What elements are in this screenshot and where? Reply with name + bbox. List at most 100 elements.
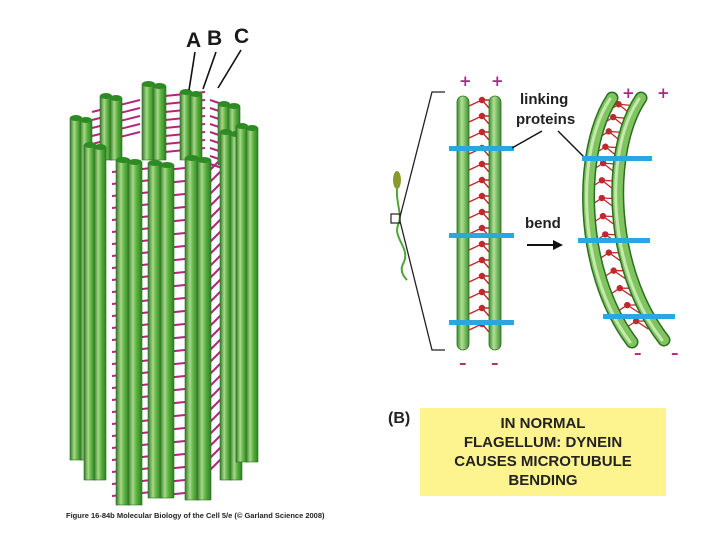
dynein-head	[632, 317, 640, 325]
pointer-a	[188, 51, 196, 91]
minus-sign-2: –	[491, 354, 499, 372]
dynein-head	[599, 159, 607, 167]
tubule-cap	[180, 89, 192, 95]
tubule-b	[93, 146, 107, 481]
dynein-head	[478, 304, 486, 312]
pointer-c	[217, 49, 242, 89]
blue-band-1	[449, 146, 514, 151]
bent-tubule-left	[583, 93, 637, 347]
flagellum-tail	[395, 188, 408, 281]
label-a: A	[186, 29, 201, 52]
bend-label: bend	[525, 215, 563, 250]
bent-plus-sign-1: +	[622, 84, 635, 102]
linking-proteins-label: linking proteins	[511, 91, 586, 159]
minus-sign-1: –	[459, 354, 467, 372]
straight-dynein-arms	[468, 96, 490, 333]
tubule-cap	[116, 157, 130, 163]
dynein-head	[615, 101, 622, 108]
tubule-cap	[148, 160, 162, 166]
dynein-arm	[468, 259, 490, 269]
tubule-cap	[220, 129, 232, 135]
dynein-arm	[468, 99, 490, 109]
tubule-cap	[236, 123, 248, 129]
dynein-arm	[468, 179, 490, 189]
cell-body	[393, 171, 401, 189]
bent-blue-band-3	[603, 314, 675, 319]
tubule-cap	[100, 93, 112, 99]
dynein-head	[478, 112, 486, 120]
caption-text: IN NORMAL FLAGELLUM: DYNEIN CAUSES MICRO…	[454, 415, 632, 489]
tubule-cap	[80, 117, 92, 123]
bent-blue-band-2	[578, 238, 650, 243]
dynein-arm	[468, 275, 490, 285]
label-b: B	[207, 27, 222, 50]
microtubule-doublets	[69, 81, 259, 506]
tubule-cap	[197, 157, 211, 163]
blue-band-3	[449, 320, 514, 325]
bent-blue-band-1	[582, 156, 652, 161]
dynein-arm	[468, 163, 490, 173]
dynein-arm	[468, 243, 490, 253]
axoneme-3d	[69, 81, 259, 506]
dynein-arm	[468, 307, 490, 317]
figure-caption: Figure 16-84b Molecular Biology of the C…	[66, 511, 325, 520]
tubule-b	[152, 85, 167, 161]
tubule-cap	[94, 144, 106, 150]
tubule-cap	[185, 155, 199, 161]
tubule-cap	[153, 83, 166, 89]
tubule-b	[189, 93, 203, 161]
panel-label-b: (B)	[388, 410, 411, 427]
tubule-b	[109, 97, 123, 161]
dynein-head	[478, 176, 486, 184]
plus-sign-2: +	[491, 72, 504, 90]
dynein-head	[478, 208, 486, 216]
tubule-cap	[128, 159, 142, 165]
dynein-head	[624, 301, 631, 309]
dynein-head	[478, 192, 486, 200]
dynein-arm	[468, 323, 490, 333]
dynein-head	[609, 113, 617, 121]
pointer-right	[557, 130, 586, 159]
dynein-head	[478, 256, 486, 264]
proteins-word: proteins	[516, 111, 575, 128]
bent-tubule-right-highlight	[614, 97, 664, 342]
tubule-cap	[142, 81, 155, 87]
pointer-left	[511, 130, 543, 149]
dynein-head	[598, 177, 606, 184]
tubule-cap	[110, 95, 122, 101]
dynein-head	[478, 224, 486, 232]
dynein-head	[602, 143, 609, 150]
bent-tubule-right	[612, 93, 669, 345]
bent-minus-sign-1: –	[634, 344, 642, 362]
tubule-cap	[84, 142, 96, 148]
dynein-head	[602, 231, 609, 238]
tubule-b	[159, 164, 175, 499]
tubule-b	[127, 161, 143, 506]
straight-doublet: + + – –	[449, 72, 514, 372]
plus-sign-1: +	[459, 72, 472, 90]
flagellum-icon	[390, 91, 445, 351]
zoom-line-top	[399, 91, 445, 218]
dynein-arm	[468, 291, 490, 301]
tubule-cap	[246, 125, 258, 131]
linking-word: linking	[520, 91, 568, 108]
dynein-head	[478, 160, 486, 168]
blue-band-2	[449, 233, 514, 238]
tubule-cap	[70, 115, 82, 121]
dynein-head	[478, 240, 486, 248]
tubule-cap	[218, 101, 230, 107]
tubule-cap	[228, 103, 240, 109]
dynein-head	[478, 272, 486, 280]
bent-plus-sign-2: +	[657, 84, 670, 102]
dynein-head	[598, 194, 606, 202]
dynein-head	[478, 288, 486, 296]
dynein-arm	[468, 131, 490, 141]
tubule-cap	[190, 91, 202, 97]
straight-tubule-left	[456, 95, 470, 351]
dynein-head	[610, 267, 617, 274]
bend-arrow-head	[553, 240, 563, 250]
label-c: C	[234, 25, 249, 48]
bend-word: bend	[525, 215, 561, 232]
bent-minus-sign-2: –	[671, 344, 679, 362]
tubule-cap	[160, 162, 174, 168]
